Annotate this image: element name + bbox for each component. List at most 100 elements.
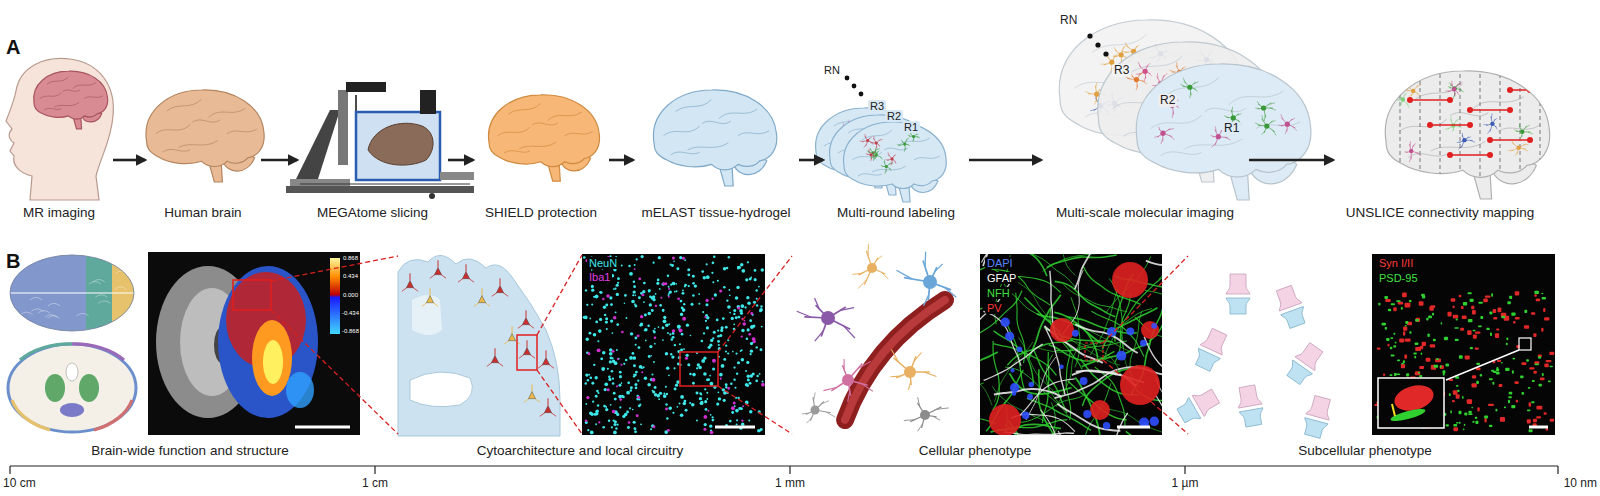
- illustration-shape: [1255, 107, 1259, 109]
- illustration-shape: [640, 322, 643, 325]
- illustration-shape: [1130, 56, 1183, 74]
- illustration-shape: [1448, 86, 1451, 88]
- illustration-shape: [652, 390, 655, 393]
- illustration-shape: [759, 429, 761, 431]
- illustration-shape: [1255, 123, 1260, 126]
- illustration-shape: [1515, 152, 1517, 156]
- illustration-shape: [1470, 140, 1475, 142]
- illustration-shape: [888, 152, 889, 156]
- illustration-shape: [745, 370, 747, 372]
- neuron-glyph: [871, 136, 883, 150]
- illustration-shape: [589, 318, 591, 320]
- illustration-shape: [93, 280, 105, 283]
- illustration-shape: [1453, 315, 1458, 319]
- illustration-shape: [658, 326, 660, 328]
- illustration-shape: [1534, 361, 1539, 364]
- illustration-shape: [1119, 52, 1124, 57]
- illustration-shape: [644, 313, 647, 316]
- illustration-shape: [591, 382, 594, 385]
- illustration-shape: [860, 141, 864, 142]
- illustration-shape: [612, 410, 615, 413]
- illustration-shape: [47, 77, 69, 84]
- illustration-shape: [1496, 328, 1499, 330]
- illustration-shape: [532, 384, 533, 391]
- illustration-shape: [662, 283, 665, 286]
- illustration-shape: [681, 333, 684, 336]
- scale-bar: [715, 426, 755, 429]
- illustration-shape: [876, 256, 882, 261]
- illustration-shape: [626, 317, 628, 319]
- illustration-shape: [621, 265, 623, 267]
- illustration-shape: [870, 158, 872, 161]
- illustration-shape: [1470, 109, 1510, 111]
- illustration-shape: [712, 262, 715, 265]
- illustration-shape: [1281, 307, 1309, 330]
- illustration-shape: [1500, 60, 1501, 200]
- illustration-shape: [1533, 333, 1536, 337]
- illustration-shape: [630, 332, 633, 335]
- illustration-shape: [630, 389, 633, 392]
- color-bar: [330, 258, 340, 334]
- illustration-shape: [1398, 90, 1400, 95]
- illustration-shape: [583, 256, 586, 259]
- illustration-shape: [591, 285, 594, 288]
- pyramidal-neuron: [540, 398, 556, 416]
- illustration-shape: [674, 291, 676, 293]
- illustration-shape: [713, 331, 716, 334]
- illustration-shape: [1005, 367, 1061, 408]
- illustration-shape: [89, 282, 101, 285]
- illustration-shape: [696, 391, 699, 394]
- illustration-shape: [653, 331, 656, 334]
- illustration-shape: [595, 321, 598, 324]
- illustration-shape: [619, 398, 622, 401]
- illustration-shape: [1235, 384, 1262, 408]
- illustration-shape: [616, 413, 619, 416]
- ellipsis-dot: [1103, 51, 1108, 56]
- illustration-shape: [687, 273, 690, 276]
- illustration-shape: [747, 375, 750, 378]
- illustration-shape: [653, 361, 655, 363]
- illustration-shape: [740, 304, 744, 308]
- illustration-shape: [648, 312, 652, 316]
- illustration-shape: [895, 161, 897, 164]
- unslice-drawing: [1385, 60, 1549, 200]
- illustration-shape: [844, 359, 845, 370]
- illustration-shape: [716, 319, 719, 322]
- brain-drawing: [489, 95, 600, 181]
- illustration-shape: [1050, 308, 1082, 369]
- illustration-shape: [633, 364, 636, 367]
- illustration-shape: [733, 378, 735, 380]
- illustration-shape: [706, 392, 708, 394]
- illustration-shape: [665, 324, 668, 327]
- illustration-shape: [814, 392, 816, 401]
- illustration-shape: [346, 82, 386, 92]
- illustration-shape: [548, 398, 549, 405]
- illustration-shape: [610, 303, 613, 306]
- illustration-shape: [1085, 343, 1103, 360]
- synapse-image: [1372, 254, 1555, 435]
- illustration-shape: [1278, 125, 1282, 126]
- illustration-shape: [167, 99, 202, 111]
- illustration-shape: [54, 103, 78, 107]
- illustration-shape: [704, 400, 707, 403]
- illustration-shape: [644, 376, 647, 379]
- illustration-shape: [1161, 139, 1163, 144]
- illustration-shape: [703, 276, 706, 279]
- illustration-shape: [692, 282, 695, 285]
- illustration-shape: [716, 402, 719, 405]
- illustration-shape: [754, 278, 757, 281]
- illustration-shape: [826, 412, 835, 417]
- illustration-shape: [1427, 122, 1433, 128]
- illustration-shape: [735, 316, 738, 319]
- illustration-shape: [821, 401, 829, 404]
- illustration-shape: [907, 145, 909, 146]
- illustration-shape: [711, 272, 713, 274]
- illustration-shape: [609, 296, 612, 299]
- illustration-shape: [736, 423, 738, 425]
- illustration-shape: [1101, 64, 1107, 65]
- illustration-shape: [877, 150, 879, 152]
- illustration-shape: [1262, 131, 1265, 135]
- illustration-shape: [757, 429, 760, 432]
- illustration-shape: [286, 372, 314, 408]
- illustration-shape: [875, 149, 876, 152]
